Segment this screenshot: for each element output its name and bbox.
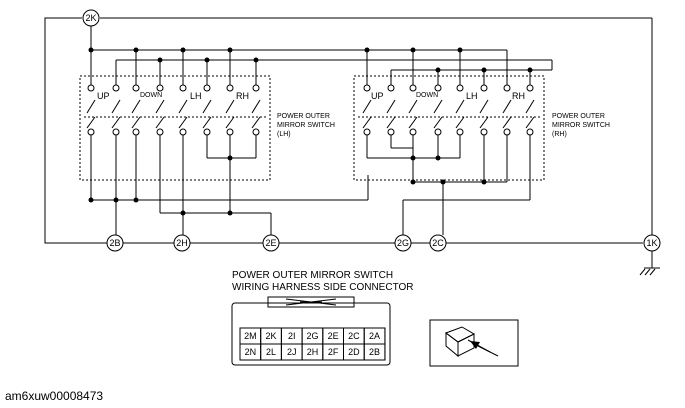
junction-dot — [157, 57, 163, 63]
lh-lh-label: LH — [190, 91, 202, 101]
switch-contact — [86, 84, 96, 136]
figure-id: am6xuw00008473 — [5, 389, 103, 403]
junction-dot — [364, 47, 370, 53]
rh-caption-1: POWER OUTER — [552, 113, 605, 120]
switch-contact — [225, 84, 235, 136]
junction-dot — [410, 179, 416, 185]
switch-contact — [178, 84, 188, 136]
pin-label: 2J — [287, 347, 297, 357]
terminal-2b: 2B — [106, 234, 124, 252]
junction-dot — [227, 47, 233, 53]
junction-dot — [527, 67, 533, 73]
terminal-2h-label: 2H — [176, 238, 188, 248]
terminal-1k-label: 1K — [646, 238, 657, 248]
lh-caption-3: (LH) — [277, 131, 291, 138]
lh-switch-box — [79, 75, 271, 181]
connector-face: 2M 2K 2I 2G 2E 2C 2A 2N 2L 2J 2H 2F 2D 2B — [231, 296, 391, 366]
frame-wires — [44, 17, 660, 276]
pin-label: 2B — [369, 347, 380, 357]
junction-dot — [410, 155, 416, 161]
switch-contact — [155, 84, 165, 136]
connector-title-line-2: WIRING HARNESS SIDE CONNECTOR — [232, 282, 414, 293]
pin-label: 2M — [244, 331, 257, 341]
junction-dot — [440, 179, 446, 185]
junction-dot — [88, 47, 94, 53]
switch-contact — [362, 84, 372, 136]
junction-dot — [113, 197, 119, 203]
pin-label: 2A — [369, 331, 380, 341]
junction-dot — [481, 179, 487, 185]
pin-label: 2D — [348, 347, 360, 357]
switch-contact — [131, 84, 141, 136]
rh-up-label: UP — [371, 91, 384, 101]
terminal-2b-label: 2B — [109, 238, 120, 248]
pin-label: 2G — [306, 331, 318, 341]
rh-caption-3: (RH) — [552, 131, 567, 138]
junction-dot — [204, 57, 210, 63]
pin-label: 2H — [307, 347, 319, 357]
lh-down-label: DOWN — [140, 92, 162, 99]
terminal-2e: 2E — [262, 234, 280, 252]
rh-caption-2: MIRROR SWITCH — [552, 122, 610, 129]
switch-contact — [408, 84, 418, 136]
rh-switch-labels: UP DOWN LH RH POWER OUTER MIRROR SWITCH … — [371, 91, 610, 138]
rh-rh-label: RH — [512, 91, 525, 101]
junction-dot — [253, 57, 259, 63]
switch-contact — [502, 84, 512, 136]
terminal-2g: 2G — [394, 234, 412, 252]
switch-contacts — [86, 84, 535, 136]
switch-contact — [386, 84, 396, 136]
connector-title-line-1: POWER OUTER MIRROR SWITCH — [232, 270, 393, 281]
lh-switch-labels: UP DOWN LH RH POWER OUTER MIRROR SWITCH … — [97, 91, 335, 138]
switch-contact — [479, 84, 489, 136]
switch-contact — [111, 84, 121, 136]
junction-dot — [88, 197, 94, 203]
terminal-2h: 2H — [173, 234, 191, 252]
terminal-2g-label: 2G — [397, 238, 409, 248]
lh-caption-2: MIRROR SWITCH — [277, 122, 335, 129]
terminal-2e-label: 2E — [265, 238, 276, 248]
rh-switch-box — [353, 75, 545, 181]
switch-contact — [202, 84, 212, 136]
top-bus-wires — [90, 26, 553, 85]
lh-rh-label: RH — [236, 91, 249, 101]
pin-label: 2N — [245, 347, 257, 357]
junction-dot — [180, 210, 186, 216]
junction-dot — [133, 197, 139, 203]
pin-label: 2K — [266, 331, 277, 341]
terminal-2k-label: 2K — [85, 13, 96, 23]
junction-dot — [227, 155, 233, 161]
pin-grid: 2M 2K 2I 2G 2E 2C 2A 2N 2L 2J 2H 2F 2D 2B — [239, 327, 386, 361]
junction-dots — [88, 47, 533, 216]
terminal-2k: 2K — [82, 9, 100, 27]
lh-caption-1: POWER OUTER — [277, 113, 330, 120]
junction-dot — [133, 47, 139, 53]
junction-dot — [481, 67, 487, 73]
switch-contact — [251, 84, 261, 136]
terminal-2c: 2C — [429, 234, 447, 252]
terminal-1k: 1K — [643, 234, 661, 252]
junction-dot — [435, 67, 441, 73]
pin-label: 2I — [288, 331, 296, 341]
rh-down-label: DOWN — [416, 92, 438, 99]
junction-dot — [457, 47, 463, 53]
pin-label: 2F — [328, 347, 339, 357]
pin-label: 2C — [348, 331, 360, 341]
lower-wires — [90, 135, 531, 235]
terminal-2c-label: 2C — [432, 238, 444, 248]
junction-dot — [227, 210, 233, 216]
switch-contact — [455, 84, 465, 136]
junction-dot — [180, 47, 186, 53]
junction-dot — [435, 155, 441, 161]
switch-contact — [525, 84, 535, 136]
pin-label: 2L — [266, 347, 276, 357]
pin-label: 2E — [328, 331, 339, 341]
connector-orientation-icon — [429, 319, 519, 367]
junction-dot — [410, 47, 416, 53]
lh-up-label: UP — [97, 91, 110, 101]
rh-lh-label: LH — [466, 91, 478, 101]
